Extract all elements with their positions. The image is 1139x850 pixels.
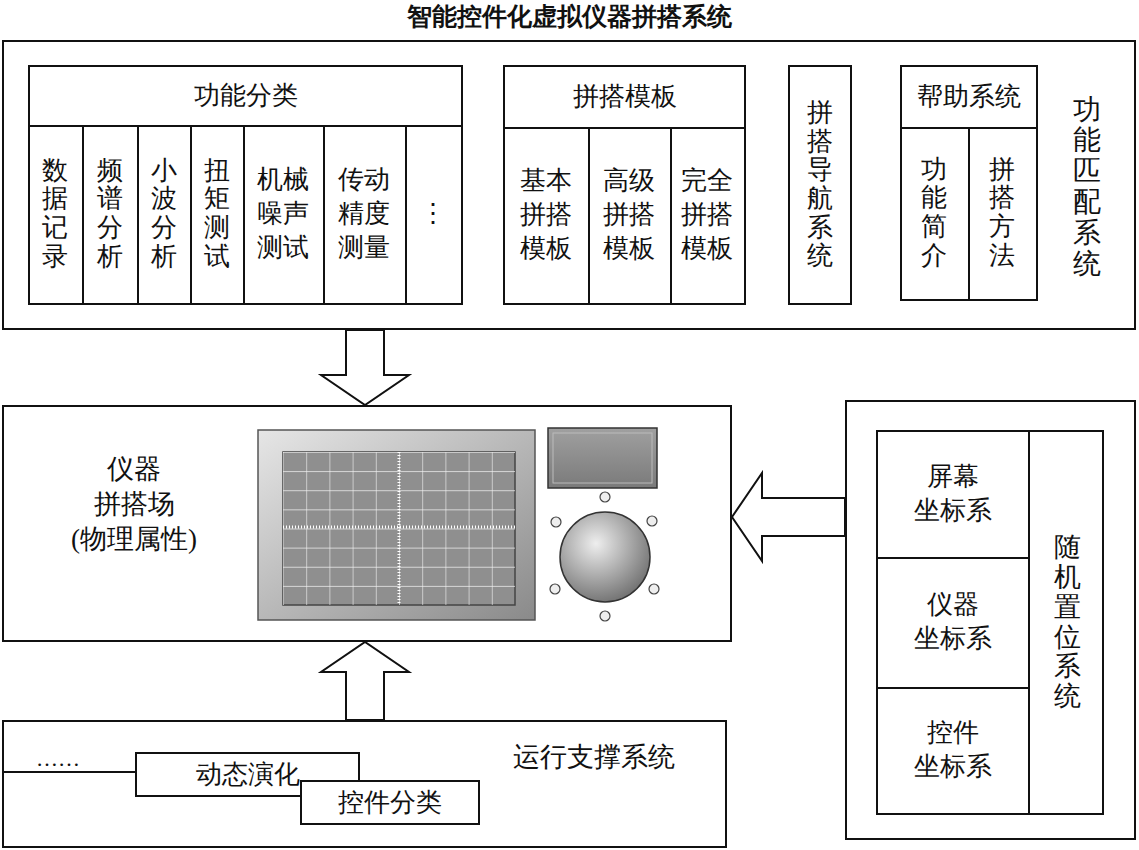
text-holder: 频谱分析	[84, 127, 135, 301]
text-holder: 数据记录	[30, 127, 80, 301]
text-holder: 屏幕 坐标系	[878, 432, 1028, 555]
node-label: 控件分类	[338, 786, 442, 820]
category-cell: 小波分析	[137, 125, 190, 303]
text-holder: 拼搭导航系统	[790, 67, 850, 303]
vertical-label: 拼搭导航系统	[807, 99, 833, 271]
text-holder: 拼搭方法	[970, 129, 1034, 297]
vertical-label: 拼搭方法	[989, 156, 1015, 270]
node-label: 屏幕 坐标系	[878, 460, 1028, 528]
node-label: 帮助系统	[917, 80, 1021, 114]
text-holder: 帮助系统	[902, 67, 1036, 127]
assembly-field: 仪器 拼搭场 (物理属性)	[2, 405, 732, 642]
text-holder: 仪器 坐标系	[878, 559, 1028, 685]
vertical-label: 数据记录	[42, 157, 68, 271]
button-bevel	[553, 433, 652, 483]
text-holder: 扭矩测试	[192, 127, 241, 301]
node-label: 完全 拼搭 模板	[672, 164, 742, 265]
navigation-box: 拼搭导航系统	[788, 65, 852, 305]
node-label: 运行支撑系统	[513, 740, 675, 775]
diagram-title: 智能控件化虚拟仪器拼搭系统	[0, 1, 1139, 33]
coordinate-cell: 控件 坐标系	[876, 687, 1030, 813]
coordinate-cell: 屏幕 坐标系	[876, 430, 1030, 557]
node-label: 动态演化	[196, 758, 300, 792]
placement-box: 随机置位系统屏幕 坐标系仪器 坐标系控件 坐标系	[876, 430, 1104, 815]
ellipsis-label: ……	[36, 744, 80, 774]
template-cell: 高级 拼搭 模板	[588, 127, 670, 303]
text-holder: 小波分析	[139, 127, 188, 301]
text-holder: 基本 拼搭 模板	[505, 129, 586, 301]
category-cell: 数据记录	[28, 125, 82, 303]
category-cell: 机械 噪声 测试	[243, 125, 323, 303]
hollow-arrow	[321, 642, 409, 720]
node-label: 基本 拼搭 模板	[505, 164, 586, 265]
vertical-label: 小波分析	[151, 157, 177, 271]
text-holder: 随机置位系统	[1032, 440, 1102, 805]
text-holder: 运行支撑系统	[484, 734, 704, 782]
help-box: 帮助系统功能简介 拼搭方法	[900, 65, 1038, 301]
text-holder: 功能简介	[902, 129, 966, 297]
sub-box: 控件分类	[300, 780, 480, 825]
category-cell: ⋮	[405, 125, 461, 303]
text-holder: 机械 噪声 测试	[245, 127, 321, 301]
category-cell: 传动 精度 测量	[323, 125, 405, 303]
bus-line	[2, 771, 135, 773]
vertical-label: 频谱分析	[97, 157, 123, 271]
screen-bezel	[258, 430, 535, 620]
node-label: 拼搭模板	[573, 80, 677, 114]
node-label: 机械 噪声 测试	[245, 163, 321, 264]
coordinate-cell: 仪器 坐标系	[876, 557, 1030, 687]
vertical-label: 功能简介	[921, 156, 947, 270]
text-holder: 控件分类	[302, 782, 478, 823]
vertical-label: 扭矩测试	[204, 157, 230, 271]
text-holder: 拼搭模板	[505, 67, 744, 127]
knob-marks	[550, 492, 659, 621]
node-label: ⋮	[420, 197, 446, 231]
node-label: 功能分类	[194, 79, 298, 113]
text-holder: 高级 拼搭 模板	[590, 129, 668, 301]
text-holder: ⋮	[407, 127, 459, 301]
text-holder: 仪器 拼搭场 (物理属性)	[34, 437, 234, 572]
text-holder: 功能分类	[30, 67, 461, 125]
category-cell: 频谱分析	[82, 125, 137, 303]
text-holder: 传动 精度 测量	[325, 127, 403, 301]
vertical-label: 功能匹配系统	[1073, 95, 1101, 280]
text-holder: 完全 拼搭 模板	[672, 129, 742, 301]
text-holder: 控件 坐标系	[878, 689, 1028, 811]
node-label: 仪器 坐标系	[878, 588, 1028, 656]
button	[548, 428, 657, 488]
node-label: 仪器 拼搭场 (物理属性)	[34, 452, 234, 557]
node-label: 传动 精度 测量	[325, 163, 403, 264]
template-cell: 基本 拼搭 模板	[503, 127, 588, 303]
knob	[560, 512, 650, 602]
help-cell: 拼搭方法	[968, 127, 1036, 299]
screen-grid	[283, 452, 515, 605]
node-label: 高级 拼搭 模板	[590, 164, 668, 265]
system-panel: 功能匹配系统 功能分类数据记录 频谱分析 小波分析 扭矩测试机械 噪声 测试传动 精度 …	[2, 40, 1136, 330]
category-box: 功能分类数据记录 频谱分析 小波分析 扭矩测试机械 噪声 测试传动 精度 测量 ⋮	[28, 65, 463, 305]
node-label: 控件 坐标系	[878, 716, 1028, 784]
hollow-arrow	[732, 473, 845, 561]
help-cell: 功能简介	[900, 127, 968, 299]
screen	[283, 452, 515, 605]
template-box: 拼搭模板基本 拼搭 模板高级 拼搭 模板完全 拼搭 模板	[503, 65, 746, 305]
vertical-label: 随机置位系统	[1054, 533, 1081, 711]
template-cell: 完全 拼搭 模板	[670, 127, 744, 303]
runtime-box: 运行支撑系统动态演化控件分类	[2, 720, 727, 848]
text-holder: 功能匹配系统	[1062, 56, 1112, 318]
screen-axis	[283, 526, 515, 529]
category-cell: 扭矩测试	[190, 125, 243, 303]
hollow-arrow	[321, 330, 409, 405]
